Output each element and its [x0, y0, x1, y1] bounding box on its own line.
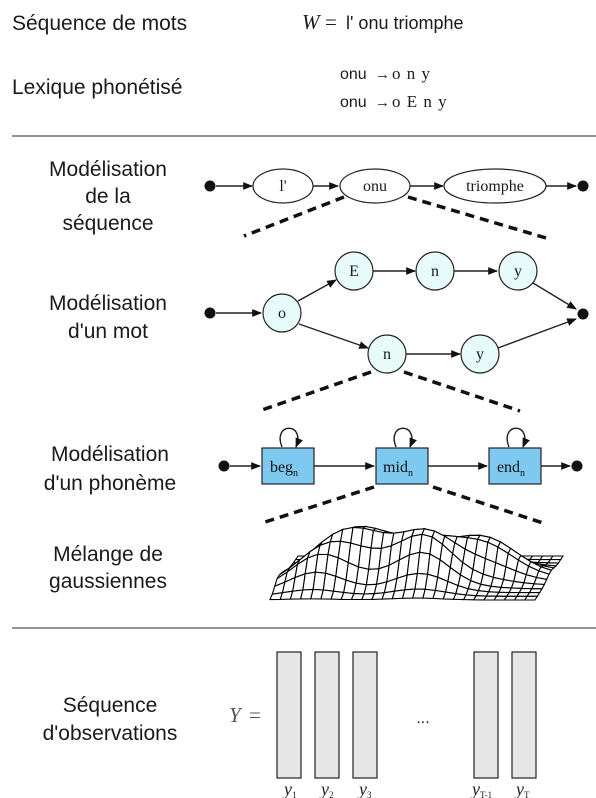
zoom-dash-left [261, 370, 372, 412]
label-line: Mélange de [53, 543, 163, 566]
lexicon-entry: onu → o n y [340, 64, 431, 83]
gmm-label: Mélange de gaussiennes [49, 543, 167, 593]
observation-frames: ... [276, 651, 537, 779]
label-line: Modélisation [49, 158, 167, 181]
label-line: d'observations [43, 722, 178, 745]
state-node-label: begn [270, 459, 298, 479]
state-node-beg [261, 447, 315, 485]
label-line: d'un phonème [44, 472, 176, 495]
self-loop [506, 427, 530, 448]
lexicon-phones: o E n y [392, 92, 448, 111]
observation-frame [276, 651, 302, 779]
end-dot [577, 308, 589, 320]
word-node-label: triomphe [466, 178, 524, 195]
gaussian-mixture-surface [269, 525, 565, 601]
zoom-dash-right [432, 485, 547, 526]
phonetic-lexicon-label: Lexique phonétisé [12, 76, 182, 99]
label-line: d'un mot [68, 320, 148, 343]
observation-frame [511, 651, 537, 779]
phone-node-label: y [514, 263, 522, 280]
surface-cell [528, 588, 543, 594]
word-sequence-label: Séquence de mots [12, 12, 187, 35]
observation-ellipsis: ... [416, 710, 429, 727]
lexicon-entry: onu → o E n y [340, 92, 448, 111]
zoom-dash-right [403, 370, 521, 413]
start-dot [204, 307, 216, 319]
state-node-mid [375, 447, 429, 485]
phone-node-y-upper [498, 251, 538, 291]
observation-label: y1 [282, 779, 297, 798]
label-line: de la [85, 185, 131, 208]
state-node-end [488, 447, 542, 485]
lexicon-arrow: → [375, 94, 390, 111]
word-graph: l' onu triomphe [204, 168, 589, 204]
observations-label: Séquence d'observations [43, 694, 178, 745]
observation-label: y2 [319, 779, 334, 798]
observation-frame [314, 651, 340, 779]
word-sequence-formula: W = l' onu triomphe [302, 10, 464, 34]
formula-variable-w: W [302, 10, 322, 34]
lexicon-phones: o n y [392, 64, 431, 83]
lexicon-word: onu [340, 94, 367, 111]
observation-frame [473, 651, 499, 779]
state-node-label: midn [383, 459, 413, 479]
phone-node-y-lower [460, 334, 500, 374]
word-node-label: l' [279, 178, 286, 195]
observation-equals: = [249, 703, 261, 727]
self-loop [279, 427, 303, 448]
label-line: Modélisation [49, 292, 167, 315]
surface-cell [530, 583, 546, 590]
label-line: Séquence [63, 694, 158, 717]
label-line: gaussiennes [49, 570, 167, 593]
phone-node-label: n [431, 263, 439, 280]
word-model-label: Modélisation d'un mot [49, 292, 167, 343]
start-dot [218, 460, 230, 472]
end-dot [571, 460, 583, 472]
phone-node-o [262, 293, 302, 333]
zoom-dash-left [243, 195, 345, 238]
state-node-label: endn [497, 459, 525, 479]
word-node-label: onu [363, 178, 387, 195]
observation-variable-y: Y [229, 703, 243, 727]
lexicon-word: onu [340, 66, 367, 83]
formula-equals: = [325, 10, 337, 34]
label-line: séquence [62, 212, 153, 235]
end-dot [577, 180, 589, 192]
lexicon-arrow: → [375, 66, 390, 83]
surface-cell [523, 595, 539, 601]
formula-word-sequence: l' onu triomphe [346, 13, 464, 33]
phone-node-label: o [278, 305, 286, 322]
observation-frame [352, 651, 378, 779]
surface-cell [526, 592, 541, 597]
phone-node-label: n [383, 346, 391, 363]
zoom-dash-right [407, 195, 547, 240]
phone-graph: o E n y n y [204, 251, 589, 374]
observation-labels: y1 y2 y3 yT-1 yT [282, 779, 530, 798]
sequence-model-label: Modélisation de la séquence [49, 158, 167, 235]
observation-label: yT-1 [470, 779, 492, 798]
observation-label: yT [514, 779, 530, 798]
label-line: Modélisation [51, 443, 169, 466]
self-loop [393, 427, 417, 448]
zoom-dash-left [261, 485, 375, 525]
phone-node-label: E [349, 263, 359, 280]
phone-node-label: y [476, 346, 484, 363]
state-graph: begn midn endn [218, 427, 583, 485]
start-dot [204, 180, 216, 192]
observation-label: y3 [357, 779, 372, 798]
phone-model-label: Modélisation d'un phonème [44, 443, 176, 495]
